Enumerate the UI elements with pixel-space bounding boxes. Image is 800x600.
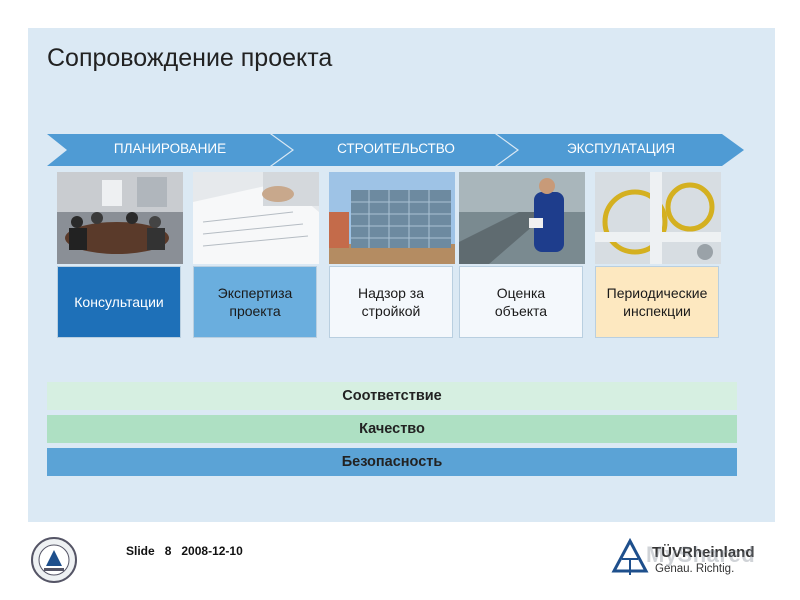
slide-title: Сопровождение проекта	[47, 44, 333, 72]
certification-seal-icon	[30, 536, 78, 589]
brand-slogan: Genau. Richtig.	[655, 563, 735, 575]
service-box-expertise: Экспертиза проекта	[193, 266, 317, 338]
slide-number: 8	[164, 544, 172, 558]
bar-safety: Безопасность	[47, 448, 737, 476]
slide-footer: Slide 8 2008-12-10	[126, 544, 253, 558]
tuv-logo-icon	[610, 537, 650, 582]
service-label: Периодические инспекции	[606, 285, 708, 319]
bar-label: Качество	[359, 421, 425, 437]
service-box-assessment: Оценка объекта	[459, 266, 583, 338]
building-photo	[329, 172, 455, 264]
phase-label-planning: ПЛАНИРОВАНИЕ	[113, 141, 227, 156]
bar-label: Безопасность	[341, 454, 443, 470]
service-box-consulting: Консультации	[57, 266, 181, 338]
meeting-photo	[57, 172, 183, 264]
bar-compliance: Соответствие	[47, 382, 737, 410]
service-box-inspections: Периодические инспекции	[595, 266, 719, 338]
slide-label: Slide	[126, 544, 155, 558]
service-label: Экспертиза проекта	[217, 285, 293, 319]
brand-name: TÜVRheinland	[652, 544, 755, 561]
chevron-construction	[272, 134, 517, 166]
watermark-text: MyShared	[646, 542, 756, 567]
documents-photo	[193, 172, 319, 264]
phase-label-construction: СТРОИТЕЛЬСТВО	[337, 141, 455, 156]
phase-label-operation: ЭКСПУЛАТАЦИЯ	[566, 141, 676, 156]
inspection-photo	[595, 172, 721, 264]
bar-quality: Качество	[47, 415, 737, 443]
slide-date: 2008-12-10	[181, 544, 243, 558]
service-label: Консультации	[74, 294, 164, 310]
bar-label: Соответствие	[342, 388, 442, 404]
service-label: Надзор за стройкой	[358, 285, 424, 319]
inspector-photo	[459, 172, 585, 264]
service-box-supervision: Надзор за стройкой	[329, 266, 453, 338]
chevron-planning	[47, 134, 292, 166]
service-label: Оценка объекта	[494, 285, 548, 319]
chevron-operation	[497, 134, 744, 166]
